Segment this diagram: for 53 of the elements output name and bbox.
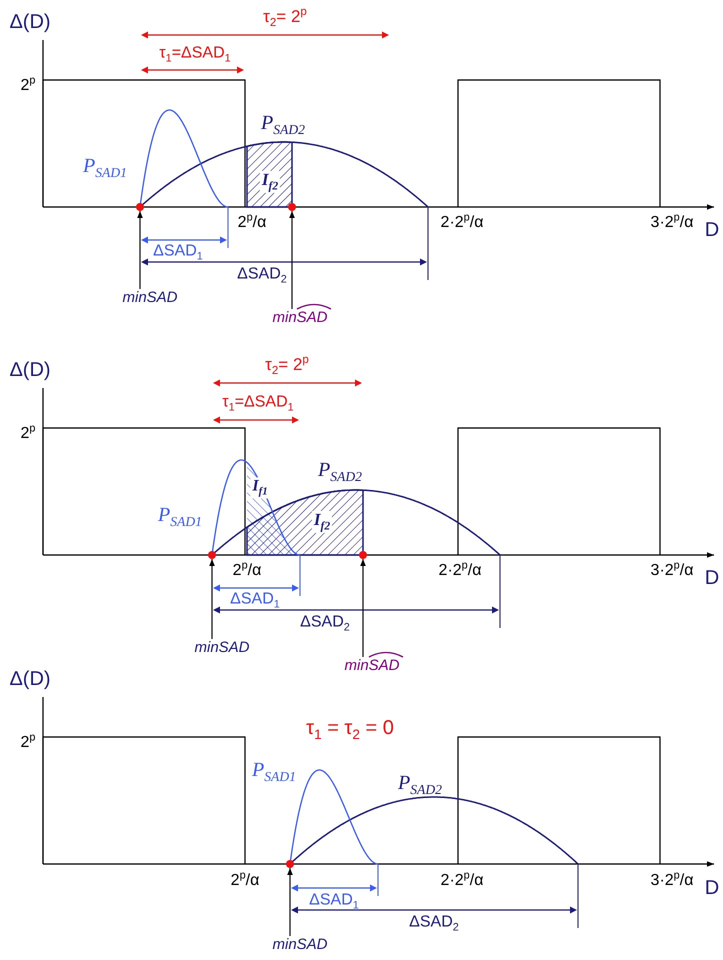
tau-label: τ$_{2}$= 2$^{p}$ bbox=[263, 6, 307, 30]
tick-label: 2$^{p}$/α bbox=[232, 560, 262, 580]
curve-label: P$_{SAD2}$ bbox=[398, 772, 442, 798]
point-label: minSAD bbox=[344, 658, 400, 674]
tick-label: 2·2$^{p}$/α bbox=[440, 870, 484, 890]
point-label: minSAD bbox=[194, 640, 250, 656]
tick-label: 2$^{p}$ bbox=[20, 732, 36, 752]
tick-label: 3·2$^{p}$/α bbox=[650, 212, 694, 232]
tick-label: 2·2$^{p}$/α bbox=[440, 212, 484, 232]
tau-label: τ$_{2}$= 2$^{p}$ bbox=[265, 354, 309, 378]
data-point bbox=[136, 203, 144, 211]
curve-label: P$_{SAD2}$ bbox=[318, 459, 362, 485]
point-label: minSAD bbox=[272, 310, 328, 326]
tau-label: τ$_{1}$ = τ$_{2}$ = 0 bbox=[306, 717, 394, 743]
point-label: minSAD bbox=[272, 936, 328, 954]
axis-title: Δ(D) bbox=[9, 359, 51, 381]
dimension-label: ΔSAD$_{1}$ bbox=[230, 590, 280, 612]
tick-label: 2·2$^{p}$/α bbox=[438, 560, 482, 580]
curve-label: P$_{SAD2}$ bbox=[261, 112, 305, 138]
leader-arrow bbox=[360, 559, 366, 657]
leader-arrow bbox=[287, 868, 293, 936]
leader-arrow bbox=[289, 211, 295, 309]
axis-title: D bbox=[704, 219, 720, 241]
axis-title: D bbox=[704, 567, 720, 589]
tau-label: τ$_{1}$=ΔSAD$_{1}$ bbox=[222, 393, 294, 415]
area-label: I$_{f1}$ bbox=[250, 477, 270, 499]
data-point bbox=[286, 860, 294, 868]
dimension-label: ΔSAD$_{2}$ bbox=[300, 613, 350, 635]
data-point bbox=[208, 551, 216, 559]
area-label: I$_{f2}$ bbox=[312, 510, 332, 534]
tick-label: 2$^{p}$/α bbox=[238, 212, 266, 232]
axis-title: Δ(D) bbox=[9, 668, 51, 690]
dimension-label: ΔSAD$_{2}$ bbox=[237, 265, 287, 287]
curve-label: P$_{SAD1}$ bbox=[252, 759, 296, 785]
data-point bbox=[359, 551, 367, 559]
dimension-label: ΔSAD$_{1}$ bbox=[153, 242, 203, 264]
leader-arrow bbox=[137, 211, 143, 289]
tau-label: τ$_{1}$=ΔSAD$_{1}$ bbox=[159, 44, 231, 66]
tick-label: 2$^{p}$/α bbox=[230, 870, 260, 890]
axis-title: Δ(D) bbox=[9, 11, 51, 33]
leader-arrow bbox=[209, 559, 215, 639]
dimension-label: ΔSAD$_{2}$ bbox=[409, 913, 459, 935]
area-label: I$_{f2}$ bbox=[260, 170, 280, 194]
tick-label: 2$^{p}$ bbox=[20, 424, 36, 442]
curve-label: P$_{SAD1}$ bbox=[158, 504, 202, 530]
tick-label: 2$^{p}$ bbox=[20, 76, 36, 94]
axis-title: D bbox=[704, 877, 720, 899]
tick-label: 3·2$^{p}$/α bbox=[650, 870, 694, 890]
data-point bbox=[288, 203, 296, 211]
tick-label: 3·2$^{p}$/α bbox=[650, 560, 694, 580]
curve-label: P$_{SAD1}$ bbox=[83, 155, 127, 181]
dimension-label: ΔSAD$_{1}$ bbox=[309, 891, 359, 913]
point-label: minSAD bbox=[122, 290, 178, 306]
